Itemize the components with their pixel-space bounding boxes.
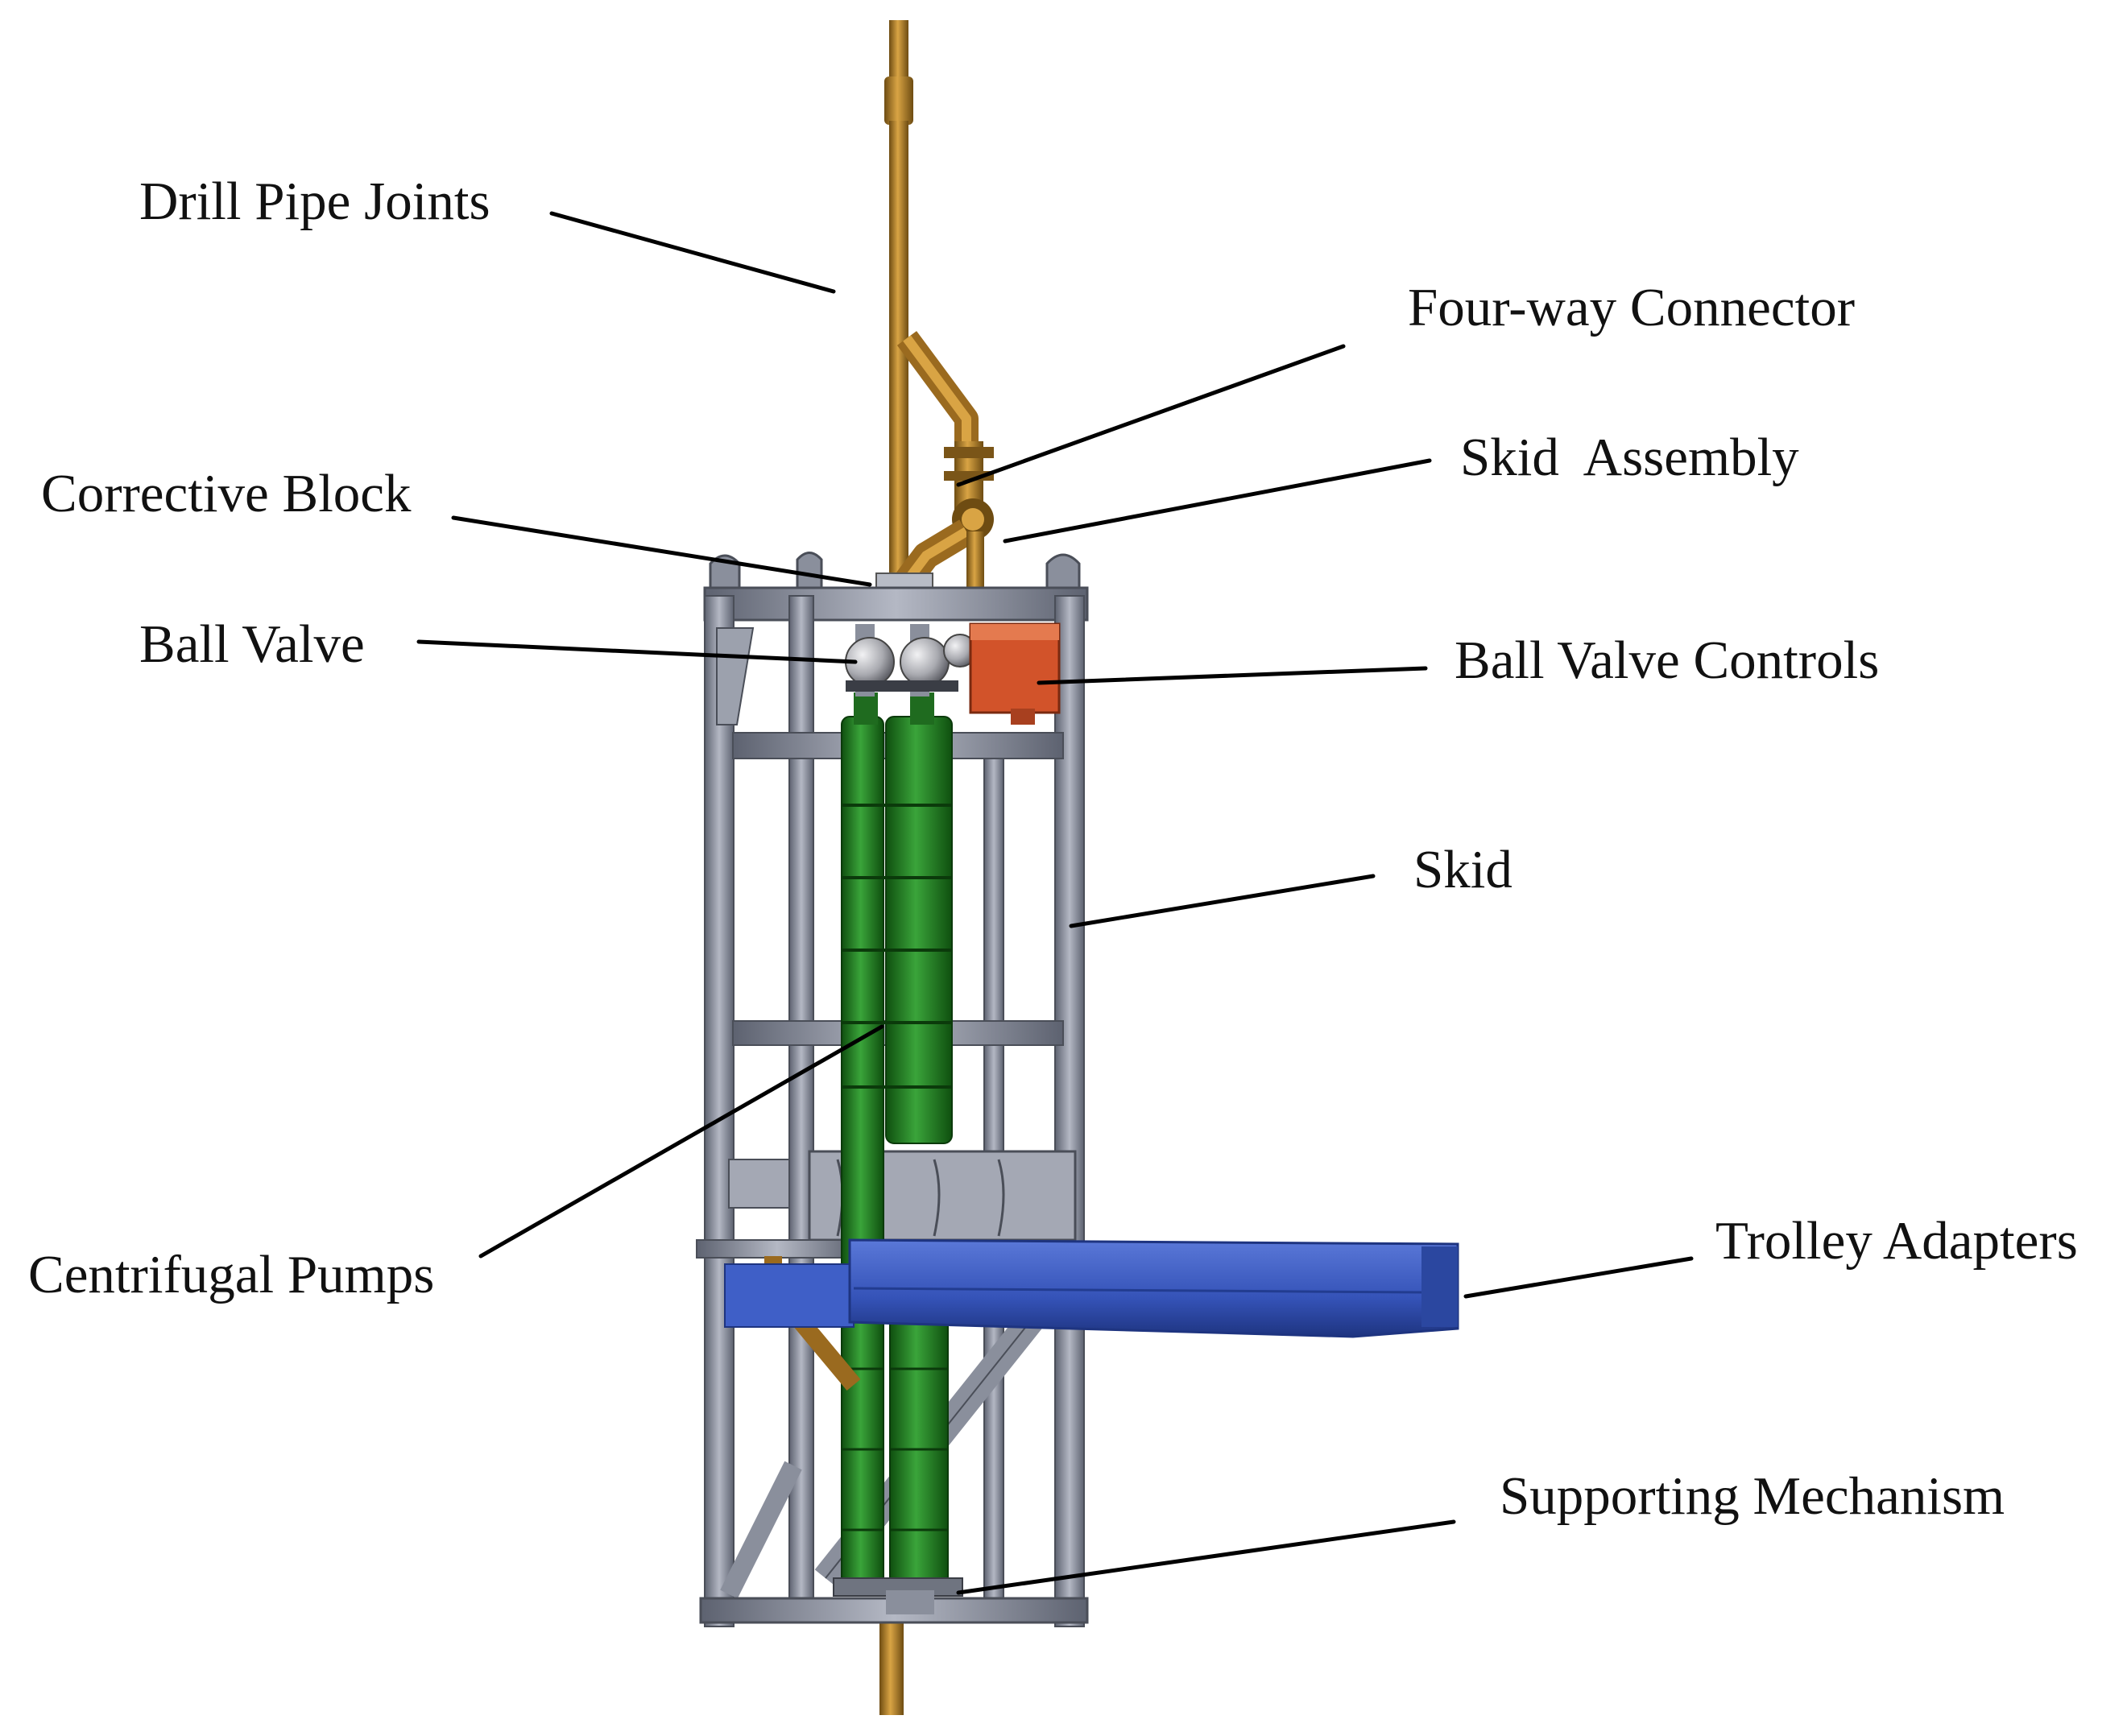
- label-drill-pipe-joints: Drill Pipe Joints: [139, 172, 490, 231]
- label-four-way-connector: Four-way Connector: [1408, 278, 1855, 337]
- equipment-drawing: [696, 20, 1459, 1715]
- leader-skid-assembly: [1003, 458, 1432, 544]
- label-ball-valve-controls: Ball Valve Controls: [1455, 630, 1879, 690]
- labels: Drill Pipe Joints Four-way Connector Ski…: [28, 172, 2078, 1526]
- leader-four-way-connector: [956, 344, 1346, 487]
- label-trolley-adapters: Trolley Adapters: [1715, 1211, 2078, 1271]
- label-ball-valve: Ball Valve: [139, 614, 365, 674]
- supporting-mechanism: [833, 1577, 963, 1614]
- leader-corrective-block: [451, 515, 872, 587]
- trolley-adapters: [724, 1238, 1459, 1338]
- ball-valve-controls: [969, 622, 1061, 725]
- label-centrifugal-pumps: Centrifugal Pumps: [28, 1245, 434, 1304]
- leader-lines: [416, 211, 1694, 1595]
- leader-trolley-adapters: [1463, 1256, 1694, 1299]
- leader-skid: [1069, 874, 1376, 928]
- label-skid: Skid: [1413, 840, 1512, 899]
- leader-ball-valve-controls: [1037, 666, 1428, 685]
- leader-centrifugal-pumps: [478, 1024, 884, 1259]
- label-supporting-mechanism: Supporting Mechanism: [1500, 1466, 2005, 1526]
- leader-ball-valve: [416, 639, 858, 664]
- leader-drill-pipe-joints: [549, 211, 836, 294]
- label-corrective-block: Corrective Block: [41, 464, 412, 523]
- leader-supporting-mechanism: [956, 1519, 1456, 1595]
- branch-pipe: [896, 331, 994, 515]
- label-skid-assembly: Skid Assembly: [1460, 428, 1799, 487]
- ball-valves: [845, 624, 977, 696]
- centrifugal-pumps: [841, 692, 953, 1595]
